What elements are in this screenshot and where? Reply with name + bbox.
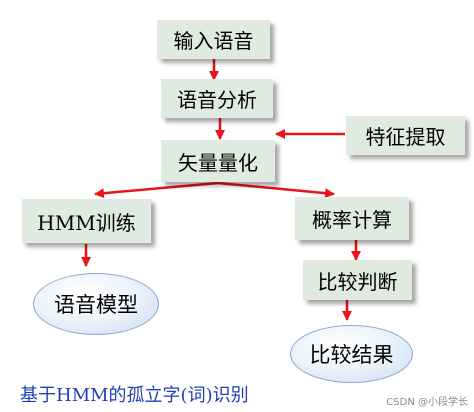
arrow-quantization-to-probability (217, 181, 335, 199)
node-compare-judge: 比较判断 (303, 260, 412, 300)
node-speech-analysis: 语音分析 (161, 79, 273, 118)
node-input-speech: 输入语音 (157, 20, 270, 59)
diagram-caption: 基于HMM的孤立字(词)识别 (20, 385, 249, 406)
node-hmm-training: HMM训练 (22, 199, 151, 243)
node-feature-extraction: 特征提取 (346, 116, 465, 155)
node-probability-calc: 概率计算 (295, 197, 409, 240)
node-vector-quantization: 矢量量化 (161, 140, 275, 182)
watermark: CSDN @小段学长 (386, 397, 468, 408)
node-compare-result: 比较结果 (290, 325, 413, 383)
node-speech-model: 语音模型 (33, 273, 159, 335)
arrow-quantization-to-hmm (94, 181, 219, 199)
